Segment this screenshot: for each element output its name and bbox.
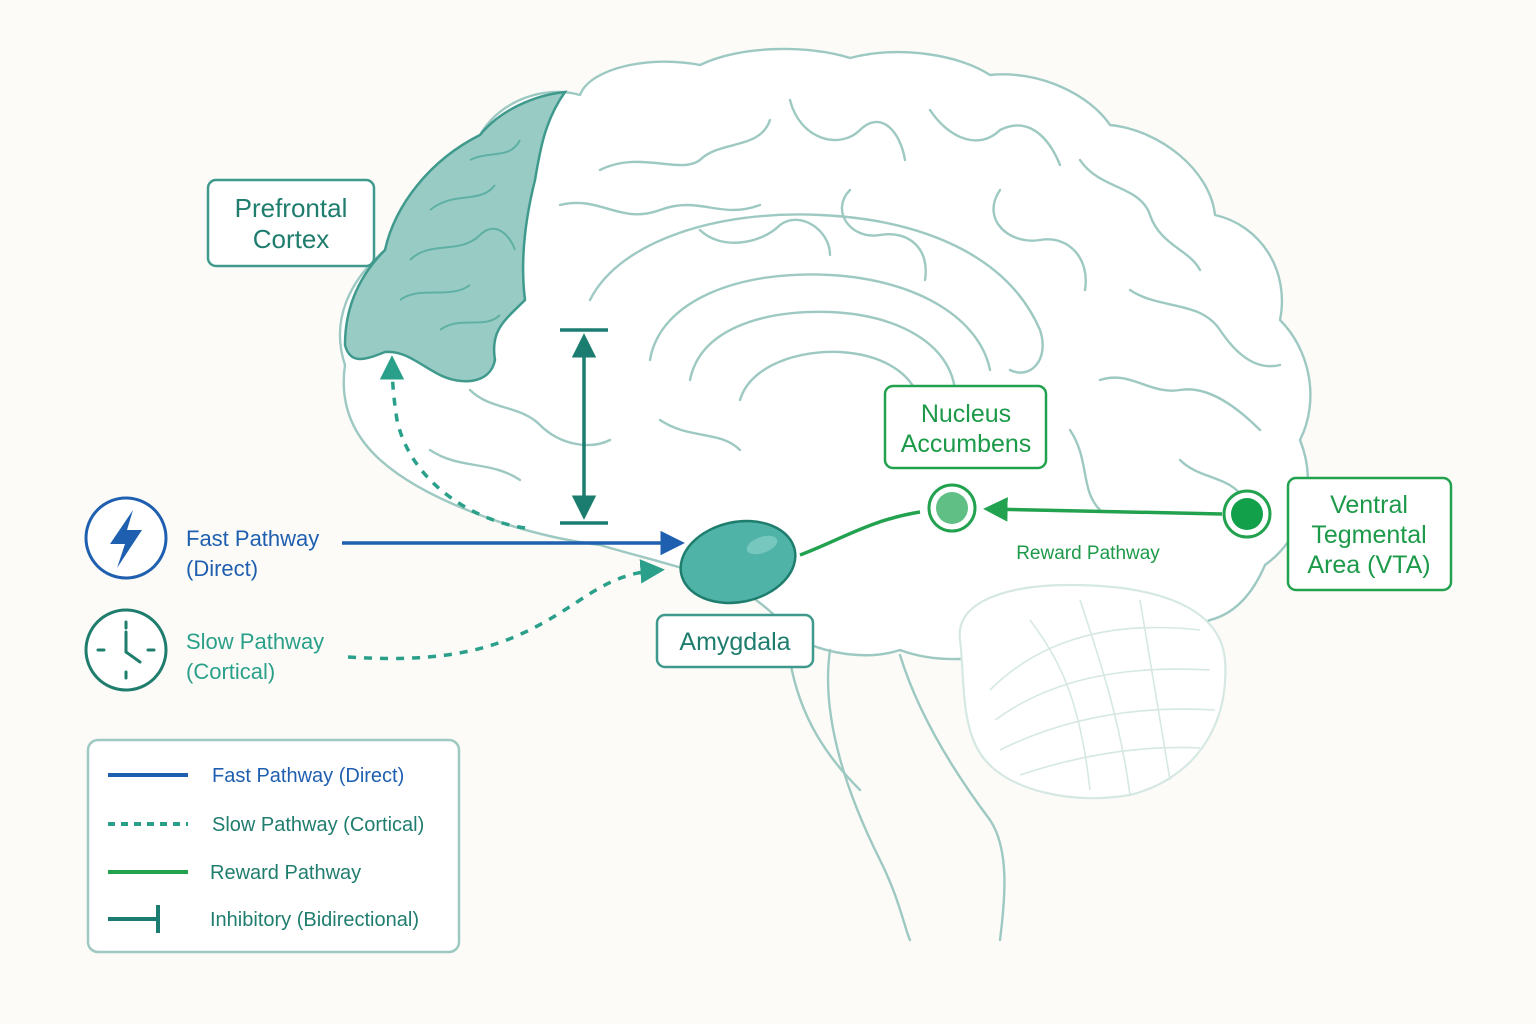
slow-pathway-caption-1: Slow Pathway — [186, 629, 324, 654]
inhibitory-connection — [560, 328, 608, 525]
cerebellum — [958, 583, 1227, 800]
prefrontal-label-line2: Cortex — [253, 224, 330, 254]
prefrontal-label: Prefrontal Cortex — [206, 178, 376, 268]
amygdala-label-text: Amygdala — [679, 628, 790, 656]
prefrontal-label-line1: Prefrontal — [235, 193, 348, 223]
legend-label-fast: Fast Pathway (Direct) — [212, 765, 404, 787]
slow-pathway-item: Slow Pathway (Cortical) — [84, 608, 324, 692]
lightning-icon — [110, 510, 142, 568]
vta-label-line3: Area (VTA) — [1307, 551, 1430, 579]
nucleus-label-line2: Accumbens — [901, 430, 1032, 458]
nucleus-accumbens-node — [927, 483, 977, 533]
cortical-feedback-arrow — [379, 355, 526, 530]
legend: Fast Pathway (Direct) Slow Pathway (Cort… — [86, 738, 461, 954]
amygdala-label: Amygdala — [655, 613, 815, 669]
legend-label-reward: Reward Pathway — [210, 862, 361, 884]
vta-label-line1: Ventral — [1330, 491, 1408, 519]
brainstem-outline — [826, 648, 912, 942]
reward-link-amygdala — [799, 510, 921, 557]
prefrontal-region — [343, 90, 568, 383]
legend-label-slow: Slow Pathway (Cortical) — [212, 814, 424, 836]
fast-pathway-caption-1: Fast Pathway — [186, 526, 319, 551]
reward-pathway-arrow — [983, 497, 1223, 522]
clock-icon — [96, 620, 156, 680]
amygdala-highlight — [746, 535, 778, 555]
slow-pathway-arrow — [347, 559, 665, 661]
prefrontal-gyri — [399, 139, 521, 331]
nucleus-label: Nucleus Accumbens — [883, 384, 1048, 470]
reward-pathway-label: Reward Pathway — [1016, 543, 1160, 564]
fast-pathway-caption-2: (Direct) — [186, 556, 258, 581]
slow-pathway-caption-2: (Cortical) — [186, 659, 275, 684]
legend-swatch-inhibitory — [108, 905, 160, 933]
vta-label: Ventral Tegmental Area (VTA) — [1286, 476, 1453, 592]
vta-label-line2: Tegmental — [1311, 521, 1426, 549]
fast-pathway-item: Fast Pathway (Direct) — [84, 496, 319, 581]
nucleus-label-line1: Nucleus — [921, 400, 1011, 428]
vta-node — [1222, 489, 1272, 539]
legend-label-inhibitory: Inhibitory (Bidirectional) — [210, 909, 419, 931]
